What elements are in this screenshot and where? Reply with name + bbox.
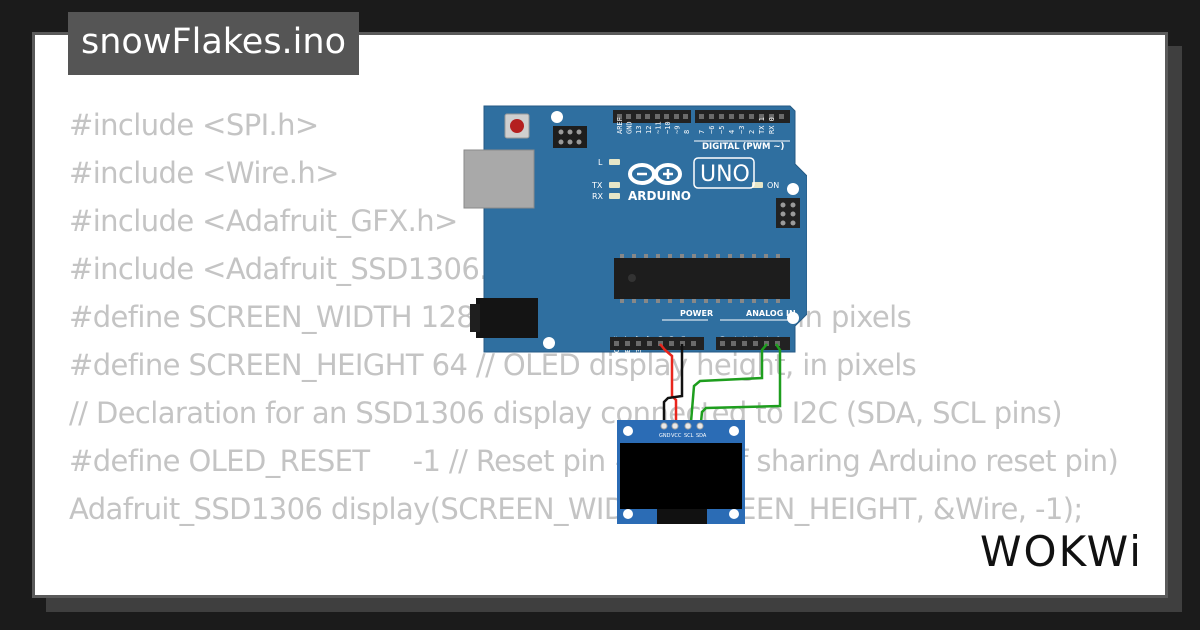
code-line: #include <Adafruit_SSD1306.h> [69,252,530,286]
oled-pin-label-gnd: GND [659,433,671,439]
led-l-label: L [598,158,603,167]
oled-pin-scl [684,422,692,430]
analog-header-label: ANALOG IN [746,309,796,318]
pin-label: 7 [698,130,706,134]
wokwi-logo: WOKWi [978,526,1143,576]
project-title: snowFlakes.ino [68,12,359,75]
pin-label: AREF [616,117,624,134]
oled-screen [620,443,742,509]
pin-label: TX 1 [758,117,766,134]
pin-label: RX 0 [768,117,776,134]
oled-pin-label-vcc: VCC [671,433,682,439]
wire-gnd [662,344,684,422]
power-header-label: POWER [680,309,713,318]
oled-ribbon [657,509,707,524]
mounting-hole [543,337,555,349]
mounting-hole [787,183,799,195]
mounting-hole [787,312,799,324]
power-jack [476,298,538,338]
pin-label: ~5 [718,126,726,134]
pin-label: ~9 [674,126,682,134]
wokwi-logo-text: WOKWi [980,527,1143,576]
led-rx [609,193,620,199]
led-on-label: ON [767,181,779,190]
oled-pin-label-scl: SCL [684,433,694,439]
pin-label: ~6 [708,126,716,134]
atmega-chip [614,254,790,303]
uno-label: UNO [700,162,750,187]
code-line: #include <Adafruit_GFX.h> [69,204,458,238]
led-tx-label: TX [591,181,603,190]
oled-display: GND VCC SCL SDA [617,420,745,524]
pin-label: ~3 [738,126,746,134]
led-tx [609,182,620,188]
wire-vcc [659,343,678,422]
uno-badge [693,157,755,189]
led-rx-label: RX [592,192,604,201]
oled-pin-gnd [660,422,668,430]
code-line: // Declaration for an SSD1306 display co… [69,396,1063,430]
mounting-hole [551,111,563,123]
power-analog-header [610,337,790,350]
pin-label: 4 [728,130,736,134]
usb-connector [463,149,535,209]
arduino-logo [628,163,682,185]
pin-label: 2 [748,130,756,134]
pin-label: ~10 [664,121,672,134]
led-l [609,159,620,165]
oled-pin-vcc [671,422,679,430]
pin-label: GND [626,121,634,134]
pin-label: ~11 [654,121,662,134]
wire-scl [689,343,768,423]
code-line: #include <SPI.h> [69,108,319,142]
arduino-brand-label: ARDUINO [628,189,691,203]
oled-pin-label-sda: SDA [696,433,707,439]
wire-sda [699,343,782,423]
icsp2-header [776,198,800,228]
code-line: #include <Wire.h> [69,156,339,190]
digital-header-label: DIGITAL (PWM ~) [702,142,784,152]
icsp-header [553,126,587,148]
pin-label: 13 [635,126,643,134]
pin-label: 12 [645,126,653,134]
oled-pin-sda [696,422,704,430]
pin-label: 8 [683,130,691,134]
digital-header [613,110,790,123]
code-line: #define SCREEN_HEIGHT 64 // OLED display… [69,348,917,382]
